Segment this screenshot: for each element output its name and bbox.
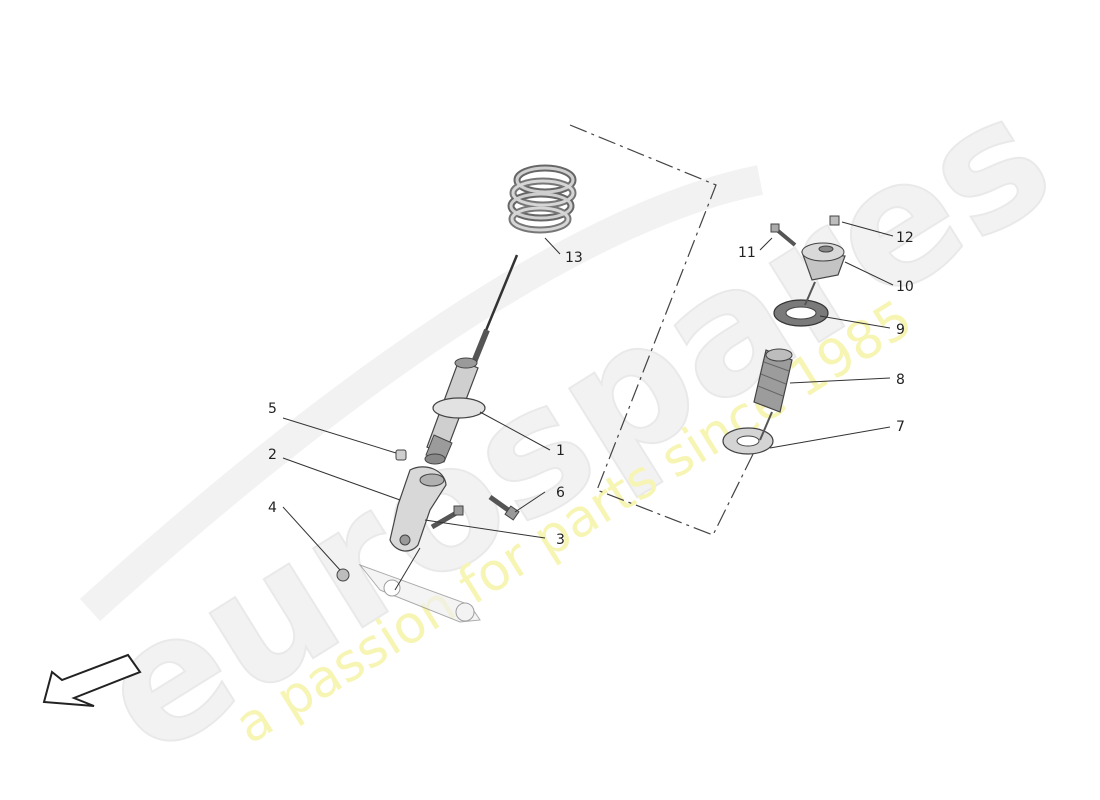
bump-stop-boot — [753, 348, 793, 441]
callout-12: 12 — [896, 230, 914, 246]
nut-4 — [336, 568, 350, 582]
callout-5: 5 — [268, 401, 277, 417]
callout-3: 3 — [556, 532, 565, 548]
watermark-brand: eurospares — [67, 57, 1083, 795]
callout-7: 7 — [896, 419, 905, 435]
bush — [395, 449, 407, 461]
callouts: 13 1 5 2 4 6 3 7 8 9 10 11 12 — [268, 230, 914, 548]
callout-9: 9 — [896, 322, 905, 338]
callout-6: 6 — [556, 485, 565, 501]
callout-10: 10 — [896, 279, 914, 295]
callout-1: 1 — [556, 443, 565, 459]
bolt-11 — [770, 223, 797, 247]
top-mount — [801, 242, 846, 306]
bolt-3 — [430, 505, 464, 530]
nut-12 — [829, 215, 840, 226]
callout-2: 2 — [268, 447, 277, 463]
callout-13: 13 — [565, 250, 583, 266]
callout-11: 11 — [738, 245, 756, 261]
leader-lines — [282, 221, 894, 591]
spring-isolator-ring — [773, 299, 829, 327]
lower-arm — [358, 563, 481, 623]
watermark: eurospares a passion for parts since 198… — [66, 56, 1084, 796]
shock-absorber — [424, 254, 519, 465]
callout-4: 4 — [268, 500, 277, 516]
direction-arrow-icon — [42, 653, 142, 707]
mounting-fork — [389, 466, 447, 552]
lower-spring-seat — [722, 427, 774, 455]
assembly-frame — [569, 124, 761, 536]
bolt-6 — [488, 494, 520, 521]
callout-8: 8 — [896, 372, 905, 388]
coil-spring — [507, 164, 577, 234]
